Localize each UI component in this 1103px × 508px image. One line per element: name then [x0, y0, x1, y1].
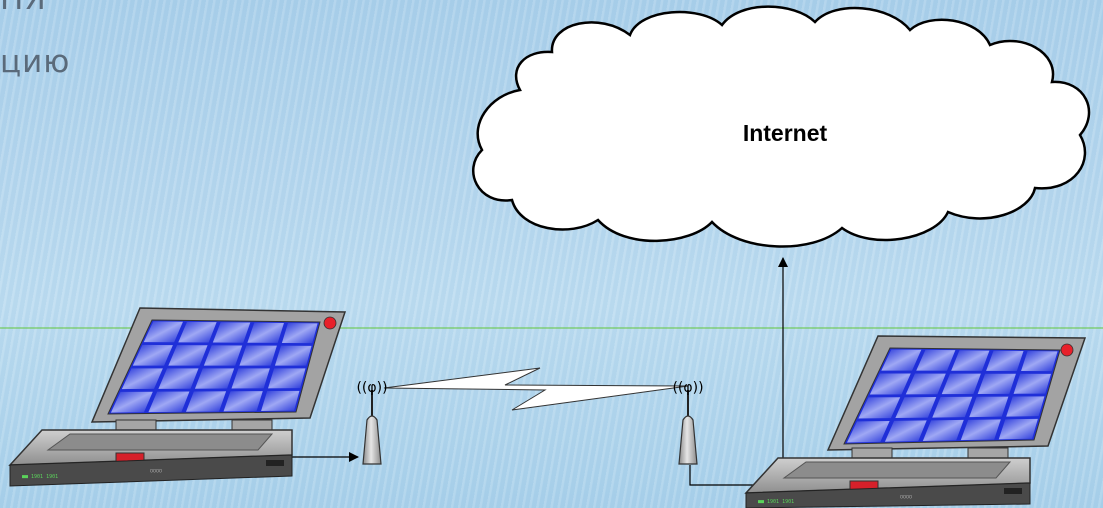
screen-tile: [1014, 374, 1051, 394]
screen-tile: [1006, 396, 1044, 416]
antenna-left-signal-glyph: ((φ)): [356, 380, 387, 396]
antenna-left: ((φ)): [356, 380, 387, 464]
svg-text:○○○○: ○○○○: [150, 468, 162, 474]
svg-text:■■ 1901 1901: ■■ 1901 1901: [22, 474, 58, 480]
screen-tile: [282, 323, 318, 343]
wireless-link-bolt: [384, 368, 688, 410]
screen-tile: [261, 391, 299, 411]
screen-tile: [268, 368, 305, 388]
antenna-right-signal-glyph: ((φ)): [672, 380, 703, 396]
power-led-right: [1061, 344, 1073, 356]
laptop-left: ■■ 1901 1901 ○○○○: [10, 308, 345, 486]
svg-text:○○○○: ○○○○: [900, 494, 912, 500]
svg-text:■■ 1901 1901: ■■ 1901 1901: [758, 499, 794, 505]
laptop-right: ■■ 1901 1901 ○○○○: [746, 336, 1085, 508]
power-led-left: [324, 317, 336, 329]
antenna-right: ((φ)): [672, 380, 703, 464]
internet-cloud-label: Internet: [700, 120, 870, 147]
screen-tile: [999, 419, 1038, 440]
screen-tile: [275, 346, 312, 366]
